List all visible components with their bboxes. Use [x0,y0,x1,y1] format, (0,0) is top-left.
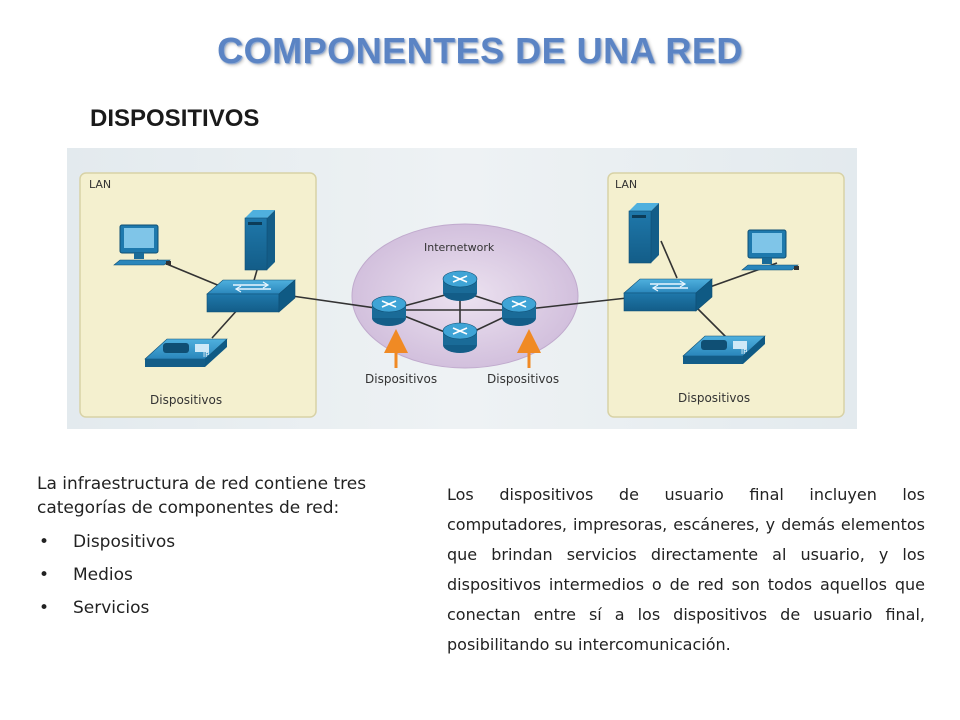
server-icon [244,210,275,271]
left-lan-label: LAN [89,178,111,191]
right-lan-label: LAN [615,178,637,191]
router-icon [442,322,478,353]
description-paragraph: Los dispositivos de usuario final incluy… [447,485,925,654]
ip-phone-label: IP [741,348,747,356]
ip-phone-icon: IP [144,338,228,367]
router-icon [371,295,407,326]
monitor-icon [113,224,171,266]
page-title: COMPONENTES DE UNA RED [217,30,743,71]
section-subtitle: DISPOSITIVOS [90,105,260,132]
server-icon [628,203,659,264]
list-item: • Servicios [37,592,397,625]
left-text-block: La infraestructura de red contiene tres … [37,472,397,625]
list-item-label: Medios [73,565,133,585]
internetwork-caption-left: Dispositivos [365,372,437,386]
ip-phone-label: IP [203,351,209,359]
internetwork-label: Internetwork [424,241,495,254]
bullet-icon: • [39,532,50,552]
router-icon [442,270,478,301]
list-item-label: Servicios [73,598,150,618]
right-lan-caption: Dispositivos [678,391,750,405]
router-icon [501,295,537,326]
switch-icon [206,279,296,313]
internetwork-arrows [384,329,541,368]
left-lan-caption: Dispositivos [150,393,222,407]
switch-icon [623,278,713,312]
ip-phone-icon: IP [682,335,766,364]
list-item: • Dispositivos [37,526,397,559]
internetwork-caption-right: Dispositivos [487,372,559,386]
bullet-icon: • [39,565,50,585]
bullet-icon: • [39,598,50,618]
intro-paragraph: La infraestructura de red contiene tres … [37,474,367,518]
list-item: • Medios [37,559,397,592]
list-item-label: Dispositivos [73,532,176,552]
network-diagram: LAN Dispositivos LAN Dispositivos Intern… [67,148,857,429]
monitor-icon [741,229,799,271]
component-categories-list: • Dispositivos • Medios • Servicios [37,526,397,625]
